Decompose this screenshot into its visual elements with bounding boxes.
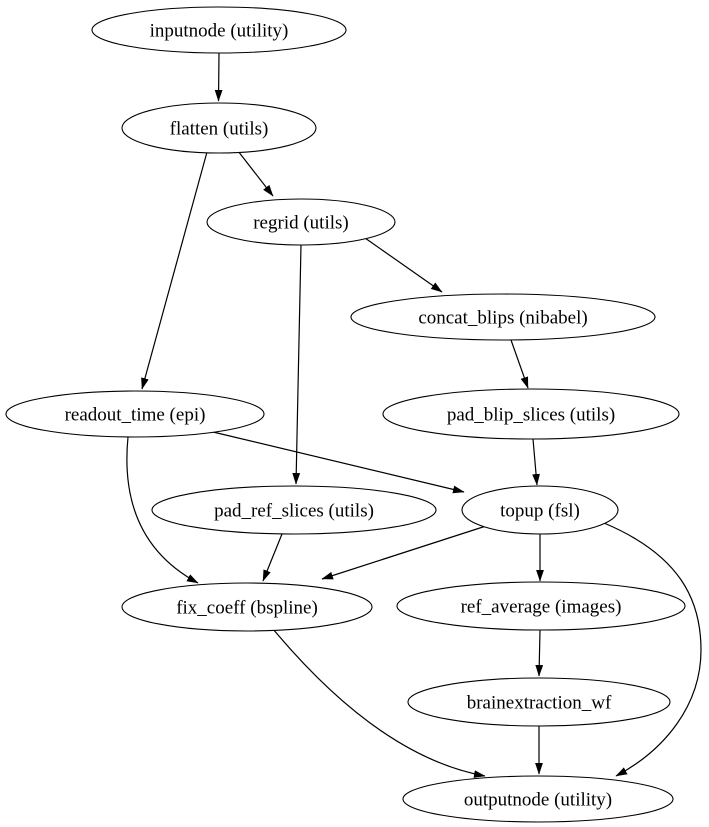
node-label: inputnode (utility): [150, 21, 289, 42]
node-ellipse: [461, 485, 619, 535]
node-label: outputnode (utility): [464, 790, 612, 811]
node-ellipse: [407, 677, 671, 727]
node-ellipse: [396, 581, 686, 631]
edge-regrid-to-concat_blips: [364, 237, 443, 293]
node-label: topup (fsl): [500, 501, 580, 522]
edge-pad_ref_slices-to-fix_coeff: [262, 533, 283, 582]
edge-inputnode-to-flatten: [214, 52, 223, 102]
node-concat_blips: concat_blips (nibabel): [350, 293, 656, 341]
edges-layer: [126, 52, 702, 778]
node-ellipse: [121, 102, 317, 154]
node-label: pad_blip_slices (utils): [447, 405, 615, 426]
edge-regrid-to-pad_ref_slices: [292, 244, 302, 485]
node-pad_ref_slices: pad_ref_slices (utils): [151, 485, 437, 535]
edge-topup-to-fix_coeff: [321, 525, 487, 580]
node-ellipse: [5, 390, 265, 438]
edge-fix_coeff-to-outputnode: [272, 628, 486, 778]
node-fix_coeff: fix_coeff (bspline): [121, 582, 373, 632]
node-ellipse: [121, 582, 373, 632]
node-ellipse: [151, 485, 437, 535]
nodes-layer: inputnode (utility) flatten (utils) regr…: [5, 6, 686, 823]
node-outputnode: outputnode (utility): [402, 775, 674, 823]
node-ellipse: [91, 6, 347, 54]
edge-readout_time-to-fix_coeff: [126, 436, 199, 584]
node-label: regrid (utils): [253, 213, 349, 234]
node-brainextraction_wf: brainextraction_wf: [407, 677, 671, 727]
edge-flatten-to-regrid: [237, 150, 274, 197]
edge-topup-to-outputnode: [603, 522, 702, 777]
node-inputnode: inputnode (utility): [91, 6, 347, 54]
node-ellipse: [382, 388, 680, 440]
node-regrid: regrid (utils): [206, 198, 396, 246]
node-label: concat_blips (nibabel): [418, 308, 587, 329]
node-ref_average: ref_average (images): [396, 581, 686, 631]
edge-concat_blips-to-pad_blip_slices: [510, 339, 529, 389]
node-label: readout_time (epi): [65, 405, 206, 426]
edge-ref_average-to-brainextraction_wf: [535, 629, 544, 677]
node-label: fix_coeff (bspline): [176, 598, 318, 619]
node-ellipse: [402, 775, 674, 823]
node-flatten: flatten (utils): [121, 102, 317, 154]
node-readout_time: readout_time (epi): [5, 390, 265, 438]
node-pad_blip_slices: pad_blip_slices (utils): [382, 388, 680, 440]
node-label: flatten (utils): [170, 119, 269, 140]
node-label: ref_average (images): [461, 597, 622, 618]
node-topup: topup (fsl): [461, 485, 619, 535]
edge-readout_time-to-topup: [212, 431, 465, 494]
node-label: pad_ref_slices (utils): [214, 501, 374, 522]
edge-pad_blip_slices-to-topup: [532, 438, 540, 486]
edge-flatten-to-readout_time: [141, 151, 208, 390]
node-ellipse: [206, 198, 396, 246]
node-label: brainextraction_wf: [467, 693, 612, 714]
node-ellipse: [350, 293, 656, 341]
